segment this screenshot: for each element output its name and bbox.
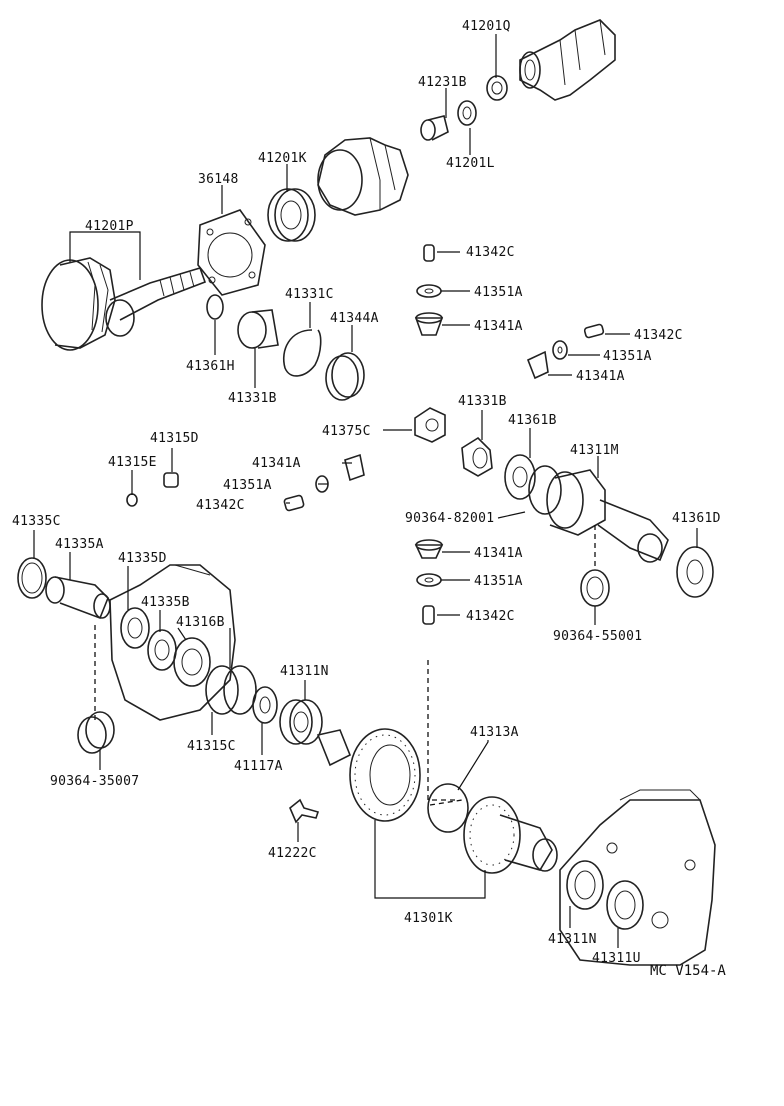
- label-41335D[interactable]: 41335D: [118, 551, 167, 566]
- carrier-housing-part: [317, 137, 409, 216]
- bearing-41311N-part: [279, 699, 323, 745]
- case-cover-part: [109, 564, 236, 721]
- extension-housing-part: [519, 19, 616, 101]
- label-41201L[interactable]: 41201L: [446, 156, 495, 171]
- label-41222C[interactable]: 41222C: [268, 846, 317, 861]
- label-41341A-2[interactable]: 41341A: [576, 369, 625, 384]
- label-36148[interactable]: 36148: [198, 172, 239, 187]
- label-41335C[interactable]: 41335C: [12, 514, 61, 529]
- washer-41361D-part: [676, 546, 714, 598]
- snap-ring-41335C-part: [17, 557, 47, 599]
- oil-seal-41201Q-part: [486, 75, 508, 101]
- pin-41342C-right-part: [583, 323, 605, 339]
- transfer-case-part: [559, 789, 716, 966]
- label-41335B[interactable]: 41335B: [141, 595, 190, 610]
- pin-41342C-mid-part: [283, 494, 305, 512]
- pinion-gear-41341A-part: [414, 312, 444, 336]
- bearing-41201L-part: [457, 100, 477, 126]
- label-41361B[interactable]: 41361B: [508, 413, 557, 428]
- label-41351A-2[interactable]: 41351A: [603, 349, 652, 364]
- label-41311N-2[interactable]: 41311N: [548, 932, 597, 947]
- pinion-gear-41341A-right-part: [526, 350, 549, 380]
- label-41341A-3[interactable]: 41341A: [252, 456, 301, 471]
- pinion-gear-41341A-low-part: [414, 539, 444, 559]
- washer-41351A-low-part: [416, 573, 442, 587]
- gear-41316B-part: [173, 637, 211, 687]
- label-41315C[interactable]: 41315C: [187, 739, 236, 754]
- label-41351A-4[interactable]: 41351A: [474, 574, 523, 589]
- washer-41117A-part: [252, 686, 278, 724]
- label-41342C-3[interactable]: 41342C: [196, 498, 245, 513]
- label-41342C-4[interactable]: 41342C: [466, 609, 515, 624]
- part-labels: 41201Q 41231B 41201L 41201K 36148 41201P…: [12, 19, 726, 979]
- flange-left-part: [316, 728, 421, 822]
- seal-90364-55001-part: [580, 569, 610, 607]
- label-41341A-1[interactable]: 41341A: [474, 319, 523, 334]
- reference-code: MC V154-A: [650, 963, 726, 979]
- label-41315D[interactable]: 41315D: [150, 431, 199, 446]
- label-41316B[interactable]: 41316B: [176, 615, 225, 630]
- label-41375C[interactable]: 41375C: [322, 424, 371, 439]
- label-41351A-3[interactable]: 41351A: [223, 478, 272, 493]
- sleeve-41315C-part: [205, 665, 257, 715]
- label-41201P[interactable]: 41201P: [85, 219, 134, 234]
- seal-41311N-part: [566, 860, 604, 910]
- label-41361D[interactable]: 41361D: [672, 511, 721, 526]
- label-41313A[interactable]: 41313A: [470, 725, 519, 740]
- o-ring-41313A-part: [427, 783, 469, 833]
- bolt-41222C-part: [289, 798, 320, 824]
- label-41311U[interactable]: 41311U: [592, 951, 641, 966]
- label-41341A-4[interactable]: 41341A: [474, 546, 523, 561]
- gasket-36148-part: [197, 209, 266, 296]
- bearing-41201K-part: [267, 188, 316, 242]
- label-41361H[interactable]: 41361H: [186, 359, 235, 374]
- washer-41361H-part: [206, 294, 224, 320]
- bearing-41335B-part: [147, 629, 177, 671]
- label-41311M[interactable]: 41311M: [570, 443, 619, 458]
- gear-41331B-part: [237, 309, 279, 349]
- flange-right-part: [463, 796, 558, 874]
- label-41311N-1[interactable]: 41311N: [280, 664, 329, 679]
- label-41331C[interactable]: 41331C: [285, 287, 334, 302]
- pin-41342C-low-part: [422, 605, 435, 625]
- side-gear-41331B-part: [461, 436, 493, 477]
- label-41331B-1[interactable]: 41331B: [228, 391, 277, 406]
- pin-41342C-part: [423, 244, 435, 262]
- snap-ring-41331C-part: [283, 329, 322, 377]
- label-41315E[interactable]: 41315E: [108, 455, 157, 470]
- ring-gear-pinion-part: [41, 257, 207, 351]
- label-90364-82001[interactable]: 90364-82001: [405, 511, 494, 526]
- label-90364-55001[interactable]: 90364-55001: [553, 629, 642, 644]
- seal-41311U-part: [606, 880, 644, 930]
- spacer-41344A-part: [325, 352, 365, 401]
- output-shaft-41311M-part: [504, 454, 669, 563]
- ring-41315E-part: [126, 493, 138, 507]
- bearing-41335D-part: [120, 607, 150, 649]
- label-41331B-2[interactable]: 41331B: [458, 394, 507, 409]
- label-41351A-1[interactable]: 41351A: [474, 285, 523, 300]
- differential-case-41375C-part: [414, 407, 446, 443]
- label-41301K[interactable]: 41301K: [404, 911, 453, 926]
- leader-lines: [33, 34, 698, 948]
- label-41231B[interactable]: 41231B: [418, 75, 467, 90]
- label-90364-35007[interactable]: 90364-35007: [50, 774, 139, 789]
- label-41335A[interactable]: 41335A: [55, 537, 104, 552]
- label-41201K[interactable]: 41201K: [258, 151, 307, 166]
- label-41344A[interactable]: 41344A: [330, 311, 379, 326]
- label-41342C-2[interactable]: 41342C: [634, 328, 683, 343]
- label-41117A[interactable]: 41117A: [234, 759, 283, 774]
- pinion-gear-41341A-mid-part: [344, 453, 365, 482]
- label-41201Q[interactable]: 41201Q: [462, 19, 511, 34]
- bearing-90364-35007-part: [77, 711, 115, 754]
- label-41342C-1[interactable]: 41342C: [466, 245, 515, 260]
- shaft-41335A-part: [45, 576, 111, 620]
- washer-41351A-part: [416, 284, 442, 298]
- plug-41315D-part: [163, 472, 179, 488]
- washer-41351A-right-part: [552, 340, 568, 360]
- bushing-41231B-part: [420, 115, 449, 141]
